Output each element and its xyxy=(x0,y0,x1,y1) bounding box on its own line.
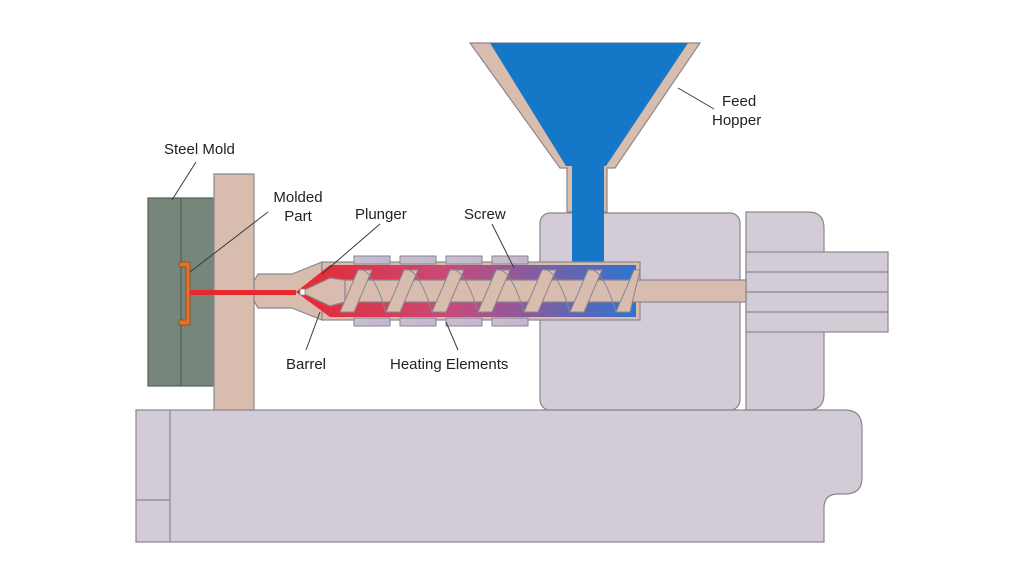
label-steel-mold: Steel Mold xyxy=(164,141,235,158)
label-molded-part: Molded Part xyxy=(262,188,334,226)
label-plunger: Plunger xyxy=(355,206,407,223)
screw-flight-backs xyxy=(357,269,617,313)
screw-flights xyxy=(339,269,641,313)
label-molded-part-line2: Part xyxy=(284,208,312,225)
label-feed-hopper-line1: Feed xyxy=(722,93,757,110)
leader-lines xyxy=(171,87,715,351)
hopper-throat xyxy=(572,166,604,262)
sprue xyxy=(190,290,296,295)
label-barrel: Barrel xyxy=(286,356,327,373)
molded-part xyxy=(178,261,191,326)
plunger-tip xyxy=(298,277,346,307)
label-feed-hopper-line2: Hopper xyxy=(712,112,762,129)
label-screw: Screw xyxy=(464,206,506,223)
machine-base xyxy=(135,409,863,543)
label-molded-part-line1: Molded xyxy=(273,189,323,206)
label-heating-elements: Heating Elements xyxy=(390,356,509,373)
label-feed-hopper: Feed Hopper xyxy=(712,92,761,130)
hopper-fill xyxy=(490,43,688,166)
